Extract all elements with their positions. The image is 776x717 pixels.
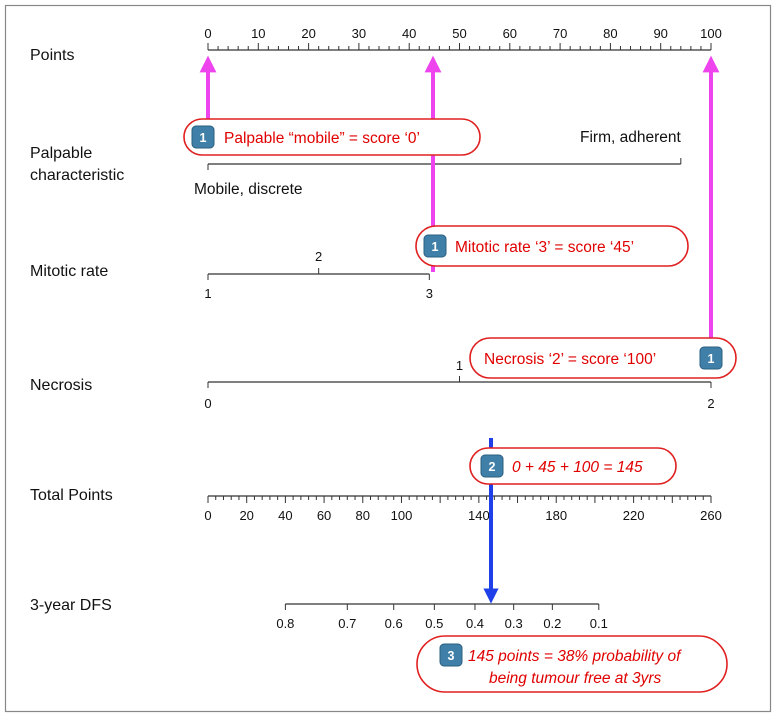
necrosis-tick-label: 1 — [456, 358, 463, 373]
row-label-mitotic-rate: Mitotic rate — [30, 263, 108, 280]
step-2-badge-label: 2 — [489, 460, 496, 474]
total-tick-label: 100 — [391, 508, 413, 523]
dfs-tick-label: 0.2 — [543, 616, 561, 631]
points-tick-label: 20 — [301, 26, 315, 41]
dfs-tick-label: 0.5 — [425, 616, 443, 631]
callout-palpable: 1 Palpable “mobile” = score ‘0’ — [183, 118, 481, 156]
total-tick-label: 60 — [317, 508, 331, 523]
mitotic-tick-label: 3 — [426, 286, 433, 301]
row-label-palpable-line1: Palpable — [30, 145, 92, 162]
row-label-3yr-dfs: 3-year DFS — [30, 597, 112, 614]
callout-mitotic-text: Mitotic rate ‘3’ = score ‘45’ — [455, 239, 634, 256]
points-tick-label: 70 — [553, 26, 567, 41]
total-tick-label: 40 — [278, 508, 292, 523]
callout-result: 3 145 points = 38% probability of being … — [416, 635, 728, 693]
callout-palpable-box — [183, 118, 481, 156]
palpable-max-label: Firm, adherent — [580, 129, 681, 146]
callout-mitotic-box — [415, 225, 689, 267]
palpable-min-label: Mobile, discrete — [194, 181, 303, 198]
dfs-axis: 0.8 0.7 0.6 0.5 0.4 0.3 0.2 0.1 — [276, 603, 608, 631]
points-tick-label: 80 — [603, 26, 617, 41]
step-1-badge-icon — [699, 346, 723, 370]
total-tick-label: 260 — [700, 508, 722, 523]
palpable-axis — [207, 158, 682, 170]
callout-result-text-line2: being tumour free at 3yrs — [489, 670, 662, 687]
points-tick-label: 50 — [452, 26, 466, 41]
callout-sum: 2 0 + 45 + 100 = 145 — [469, 447, 677, 485]
points-tick-label: 40 — [402, 26, 416, 41]
callout-necrosis-box — [469, 337, 737, 379]
mitotic-rate-axis: 1 2 3 — [204, 249, 433, 301]
total-tick-label: 80 — [356, 508, 370, 523]
dfs-tick-label: 0.3 — [505, 616, 523, 631]
callout-sum-box — [469, 447, 677, 485]
mitotic-tick-label: 2 — [315, 249, 322, 264]
row-label-palpable-line2: characteristic — [30, 167, 124, 184]
points-tick-label: 30 — [352, 26, 366, 41]
callout-mitotic: 1 Mitotic rate ‘3’ = score ‘45’ — [415, 225, 689, 267]
dfs-tick-label: 0.7 — [338, 616, 356, 631]
mitotic-tick-label: 1 — [204, 286, 211, 301]
step-1-badge-label: 1 — [200, 131, 207, 145]
callout-sum-text: 0 + 45 + 100 = 145 — [512, 459, 643, 476]
dfs-tick-label: 0.8 — [276, 616, 294, 631]
points-tick-label: 100 — [700, 26, 722, 41]
total-tick-label: 220 — [623, 508, 645, 523]
step-3-badge-label: 3 — [448, 649, 455, 663]
points-tick-label: 60 — [503, 26, 517, 41]
callout-result-box — [416, 635, 728, 693]
total-tick-label: 180 — [545, 508, 567, 523]
points-tick-label: 0 — [204, 26, 211, 41]
necrosis-axis: 0 1 2 — [204, 358, 714, 411]
row-label-total-points: Total Points — [30, 487, 113, 504]
step-1-badge-icon — [191, 125, 215, 149]
callout-palpable-text: Palpable “mobile” = score ‘0’ — [224, 130, 420, 147]
callout-necrosis: Necrosis ‘2’ = score ‘100’ 1 — [469, 337, 737, 379]
step-1-badge-label: 1 — [708, 352, 715, 366]
row-label-necrosis: Necrosis — [30, 377, 92, 394]
points-tick-label: 90 — [653, 26, 667, 41]
callout-result-text-line1: 145 points = 38% probability of — [468, 648, 682, 665]
points-axis: 0 10 20 30 40 50 60 70 80 90 100 — [204, 26, 722, 51]
callout-necrosis-text: Necrosis ‘2’ = score ‘100’ — [484, 351, 656, 368]
necrosis-tick-label: 0 — [204, 396, 211, 411]
dfs-tick-label: 0.6 — [385, 616, 403, 631]
total-tick-label: 20 — [239, 508, 253, 523]
figure-frame — [4, 4, 772, 713]
row-label-points: Points — [30, 47, 74, 64]
dfs-tick-label: 0.4 — [466, 616, 484, 631]
total-tick-label: 140 — [468, 508, 490, 523]
points-tick-label: 10 — [251, 26, 265, 41]
total-points-axis: 0 20 40 60 80 100 140 180 220 260 — [204, 495, 722, 523]
step-1-badge-icon — [423, 234, 447, 258]
necrosis-tick-label: 2 — [707, 396, 714, 411]
dfs-tick-label: 0.1 — [590, 616, 608, 631]
total-tick-label: 0 — [204, 508, 211, 523]
step-2-badge-icon — [480, 454, 504, 478]
step-3-badge-icon — [439, 643, 463, 667]
step-1-badge-label: 1 — [432, 240, 439, 254]
